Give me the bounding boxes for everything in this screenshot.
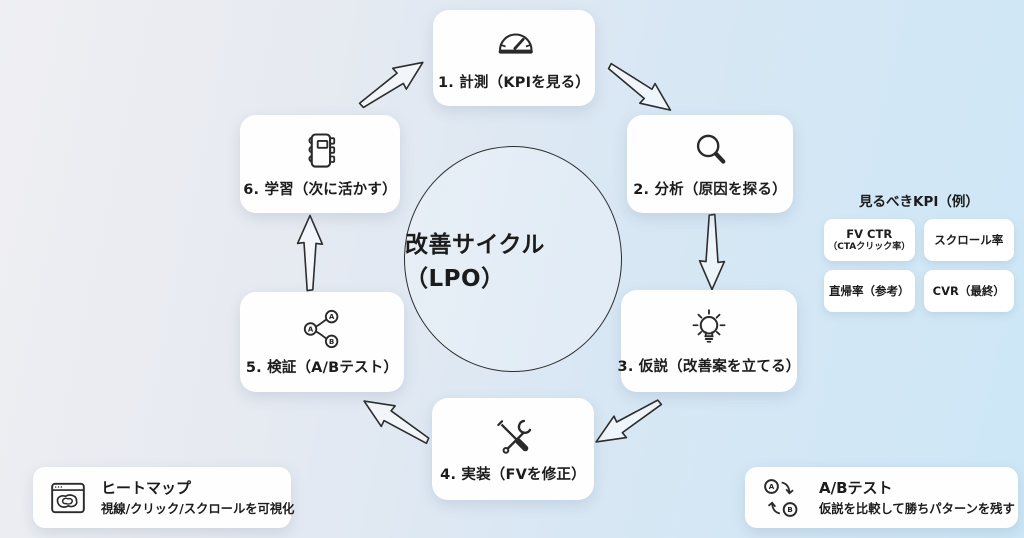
ab-split-icon: A A B	[300, 307, 344, 351]
cycle-center-circle: 改善サイクル（LPO）	[404, 146, 622, 372]
kpi-grid: FV CTR （CTAクリック率） スクロール率 直帰率（参考） CVR（最終）	[824, 219, 1014, 312]
abtest-legend-card: A B A/Bテスト 仮説を比較して勝ちパターンを残す	[745, 467, 1018, 528]
kpi-chip-fv-ctr: FV CTR （CTAクリック率）	[824, 219, 915, 261]
kpi-chip-scroll-rate: スクロール率	[923, 219, 1014, 261]
ab-split-letter-a: A	[308, 325, 314, 333]
abtest-legend-title: A/Bテスト	[819, 478, 893, 497]
step-label-analyze: 2. 分析（原因を探る）	[633, 182, 787, 198]
magnifier-icon	[688, 129, 732, 173]
kpi-panel: 見るべきKPI（例） FV CTR （CTAクリック率） スクロール率 直帰率（…	[824, 190, 1014, 312]
heatmap-legend-card: ヒートマップ 視線/クリック/スクロールを可視化	[33, 467, 294, 528]
kpi-chip-label: 直帰率（参考）	[829, 283, 910, 298]
ab-swap-icon: A B	[760, 475, 806, 521]
arrow-step2-to-step3-icon	[694, 212, 730, 292]
step-card-implement: 4. 実装（FVを修正）	[432, 398, 594, 500]
ab-split-letter-a2: A	[329, 313, 335, 321]
heatmap-legend-subtitle: 視線/クリック/スクロールを可視化	[101, 501, 295, 516]
ab-split-letter-b: B	[329, 338, 334, 346]
kpi-chip-cvr: CVR（最終）	[923, 270, 1014, 312]
heatmap-legend-title: ヒートマップ	[101, 478, 192, 497]
ab-swap-letter-a: A	[769, 482, 775, 491]
arrow-step3-to-step4-icon	[585, 386, 672, 459]
gauge-icon	[491, 24, 537, 66]
step-label-implement: 4. 実装（FVを修正）	[440, 467, 586, 483]
step-card-verify: A A B 5. 検証（A/Bテスト）	[240, 292, 404, 392]
step-label-learn: 6. 学習（次に活かす）	[243, 182, 397, 198]
step-label-hypothesis: 3. 仮説（改善案を立てる）	[617, 359, 801, 375]
kpi-chip-bounce-rate: 直帰率（参考）	[824, 270, 915, 312]
abtest-legend-subtitle: 仮説を比較して勝ちパターンを残す	[819, 501, 1015, 516]
step-label-verify: 5. 検証（A/Bテスト）	[245, 360, 399, 376]
arrow-step5-to-step6-icon	[292, 213, 328, 293]
step-label-measure: 1. 計測（KPIを見る）	[437, 75, 590, 91]
step-card-measure: 1. 計測（KPIを見る）	[433, 10, 595, 106]
kpi-chip-label: CVR（最終）	[932, 283, 1005, 298]
lightbulb-icon	[687, 306, 731, 350]
step-card-analyze: 2. 分析（原因を探る）	[627, 115, 793, 213]
heatmap-icon	[48, 478, 88, 518]
abtest-legend-text: A/Bテスト 仮説を比較して勝ちパターンを残す	[819, 479, 1015, 517]
arrow-step4-to-step5-icon	[353, 385, 440, 458]
diagram-title: 改善サイクル（LPO）	[405, 232, 545, 292]
ab-swap-letter-b: B	[787, 505, 792, 514]
step-card-learn: 6. 学習（次に活かす）	[240, 115, 400, 213]
kpi-chip-sublabel: （CTAクリック率）	[828, 241, 911, 252]
notebook-icon	[298, 129, 342, 173]
kpi-chip-label: FV CTR	[846, 227, 893, 242]
kpi-chip-label: スクロール率	[934, 232, 1004, 247]
step-card-hypothesis: 3. 仮説（改善案を立てる）	[618, 290, 800, 392]
tools-icon	[491, 414, 535, 458]
kpi-panel-title: 見るべきKPI（例）	[859, 194, 979, 210]
heatmap-legend-text: ヒートマップ 視線/クリック/スクロールを可視化	[101, 479, 294, 517]
arrow-step6-to-step1-icon	[349, 46, 435, 121]
